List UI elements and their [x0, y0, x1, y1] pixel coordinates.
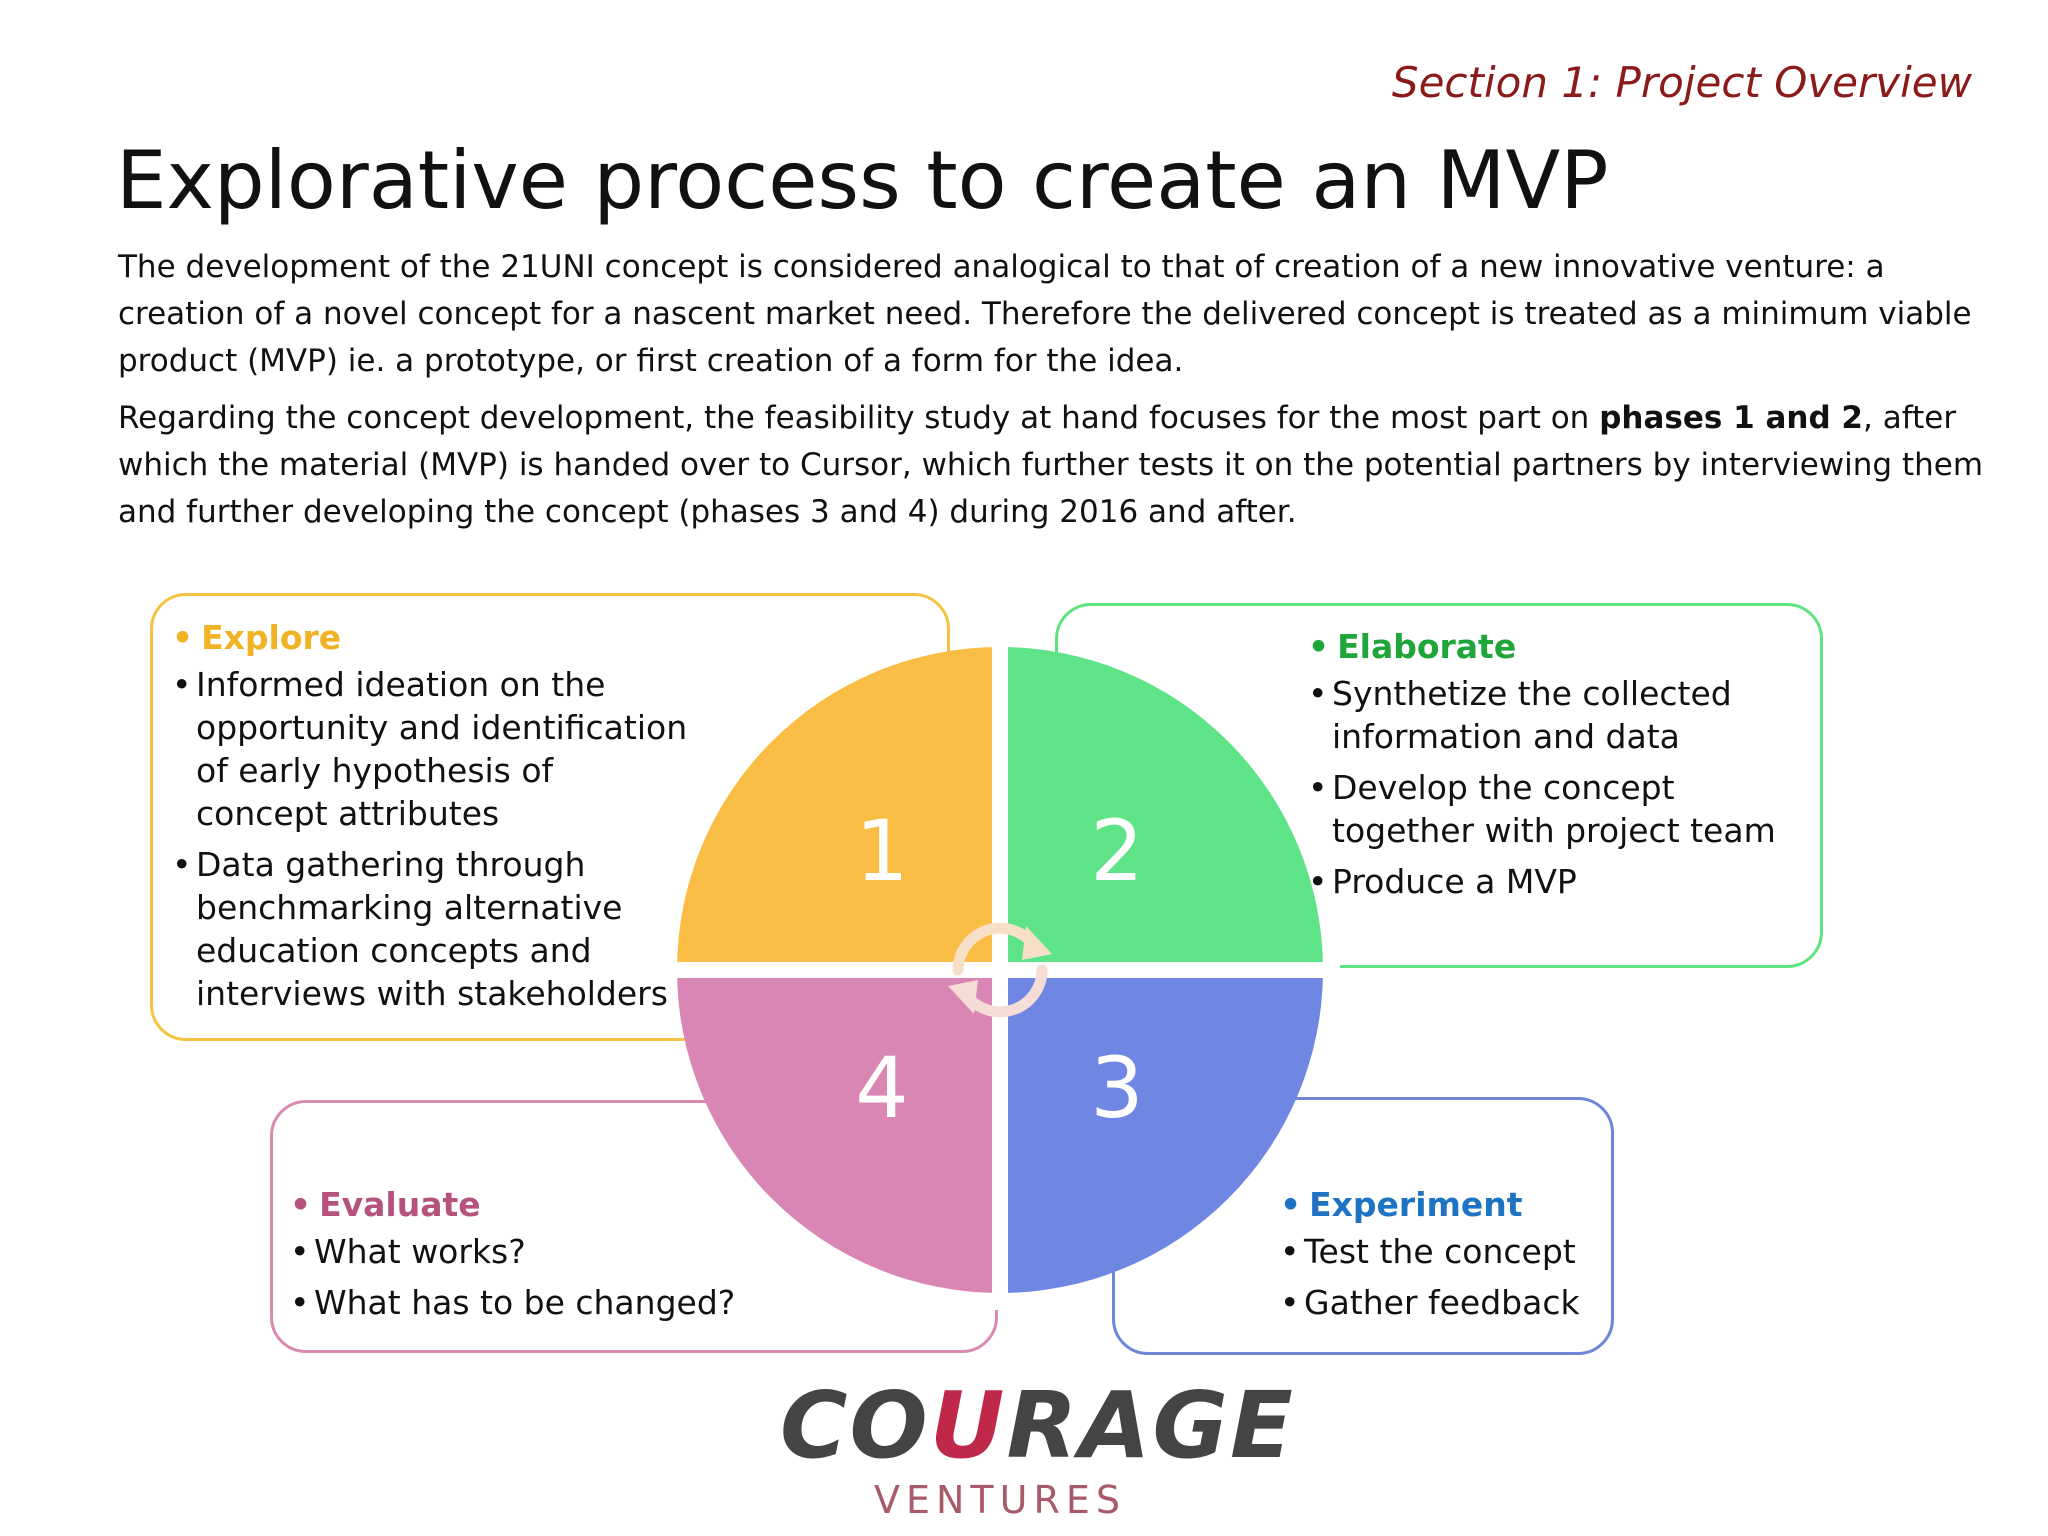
page-title: Explorative process to create an MVP: [116, 134, 1609, 227]
bullet-icon: •: [1308, 627, 1330, 666]
quadrant-3: [1000, 970, 1323, 1293]
logo-subtitle: VENTURES: [874, 1478, 1126, 1522]
section-label: Section 1: Project Overview: [1391, 58, 1972, 107]
elaborate-panel: •Elaborate Synthetize the collected info…: [1308, 625, 1808, 911]
list-item: Test the concept: [1280, 1230, 1600, 1273]
explore-list: Informed ideation on the opportunity and…: [172, 663, 692, 1015]
list-item: What works?: [290, 1230, 810, 1273]
explore-heading: •Explore: [172, 616, 692, 659]
quadrant-3-number: 3: [1090, 1039, 1143, 1137]
list-item: Informed ideation on the opportunity and…: [172, 663, 692, 835]
logo-part: CO: [780, 1372, 930, 1479]
bullet-icon: •: [1280, 1185, 1302, 1224]
quadrant-2: [1000, 647, 1323, 970]
bullet-icon: •: [172, 618, 194, 657]
courage-ventures-logo: COURAGE VENTURES: [780, 1376, 1293, 1523]
elaborate-list: Synthetize the collected information and…: [1308, 672, 1808, 903]
list-item: Synthetize the collected information and…: [1308, 672, 1808, 758]
experiment-heading: •Experiment: [1280, 1183, 1600, 1226]
cycle-diagram: 1 2 3 4: [660, 630, 1340, 1310]
intro-paragraph-2-bold: phases 1 and 2: [1599, 400, 1864, 436]
quadrant-4: [677, 970, 1000, 1293]
quadrant-4-number: 4: [855, 1039, 908, 1137]
intro-paragraph-2-end: , after which the material (MVP) is hand…: [118, 400, 1984, 530]
bullet-icon: •: [290, 1185, 312, 1224]
experiment-heading-label: Experiment: [1309, 1185, 1523, 1224]
evaluate-panel: •Evaluate What works? What has to be cha…: [290, 1183, 810, 1332]
logo-part: RAGE: [1006, 1372, 1295, 1479]
list-item: Gather feedback: [1280, 1281, 1600, 1324]
quadrant-1-number: 1: [855, 802, 908, 900]
evaluate-list: What works? What has to be changed?: [290, 1230, 810, 1324]
quadrant-1: [677, 647, 1000, 970]
list-item: Produce a MVP: [1308, 860, 1808, 903]
list-item: Develop the concept together with projec…: [1308, 766, 1808, 852]
list-item: Data gathering through benchmarking alte…: [172, 843, 692, 1015]
explore-heading-label: Explore: [201, 618, 342, 657]
experiment-panel: •Experiment Test the concept Gather feed…: [1280, 1183, 1600, 1332]
intro-paragraph-1: The development of the 21UNI concept is …: [118, 249, 1972, 379]
elaborate-heading: •Elaborate: [1308, 625, 1808, 668]
intro-paragraph-2: Regarding the concept development, the f…: [118, 395, 1988, 536]
intro-paragraph-2-start: Regarding the concept development, the f…: [118, 400, 1600, 436]
intro-text: The development of the 21UNI concept is …: [118, 244, 1988, 546]
logo-wordmark: COURAGE: [780, 1376, 1293, 1476]
evaluate-heading-label: Evaluate: [319, 1185, 481, 1224]
refresh-arrows-icon: [948, 922, 1052, 1018]
logo-accent: U: [929, 1372, 1007, 1479]
elaborate-heading-label: Elaborate: [1337, 627, 1517, 666]
experiment-list: Test the concept Gather feedback: [1280, 1230, 1600, 1324]
quadrant-2-number: 2: [1090, 802, 1143, 900]
evaluate-heading: •Evaluate: [290, 1183, 810, 1226]
list-item: What has to be changed?: [290, 1281, 810, 1324]
explore-panel: •Explore Informed ideation on the opport…: [172, 616, 692, 1023]
